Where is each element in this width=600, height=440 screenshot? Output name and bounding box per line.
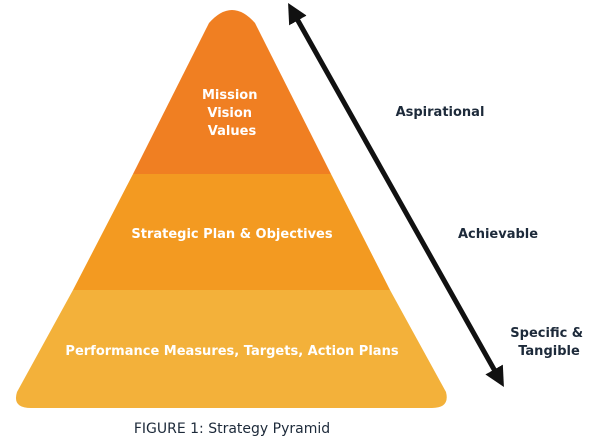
scale-label-specific-line: Specific &	[510, 326, 583, 341]
pyramid: Mission Vision Values Strategic Plan & O…	[15, 10, 447, 408]
figure-caption: FIGURE 1: Strategy Pyramid	[134, 421, 330, 437]
scale-label-aspirational-line: Aspirational	[396, 105, 485, 120]
tier-top-line-mission: Mission	[202, 88, 258, 103]
pyramid-tier-top	[133, 10, 331, 174]
tier-bottom-label: Performance Measures, Targets, Action Pl…	[65, 344, 398, 359]
tier-middle-label: Strategic Plan & Objectives	[131, 227, 332, 242]
tier-top-line-vision: Vision	[207, 106, 252, 121]
tier-top-label: Mission Vision Values	[202, 88, 262, 139]
scale-label-tangible-line: Tangible	[518, 344, 580, 359]
scale-label-achievable: Achievable	[458, 227, 538, 242]
tier-bottom-line: Performance Measures, Targets, Action Pl…	[65, 344, 398, 359]
scale-label-aspirational: Aspirational	[396, 105, 485, 120]
tier-middle-line: Strategic Plan & Objectives	[131, 227, 332, 242]
scale-labels: Aspirational Achievable Specific & Tangi…	[396, 105, 587, 359]
scale-label-achievable-line: Achievable	[458, 227, 538, 242]
scale-arrow	[288, 3, 504, 387]
tier-top-line-values: Values	[208, 124, 257, 139]
scale-label-specific-tangible: Specific & Tangible	[510, 326, 587, 359]
